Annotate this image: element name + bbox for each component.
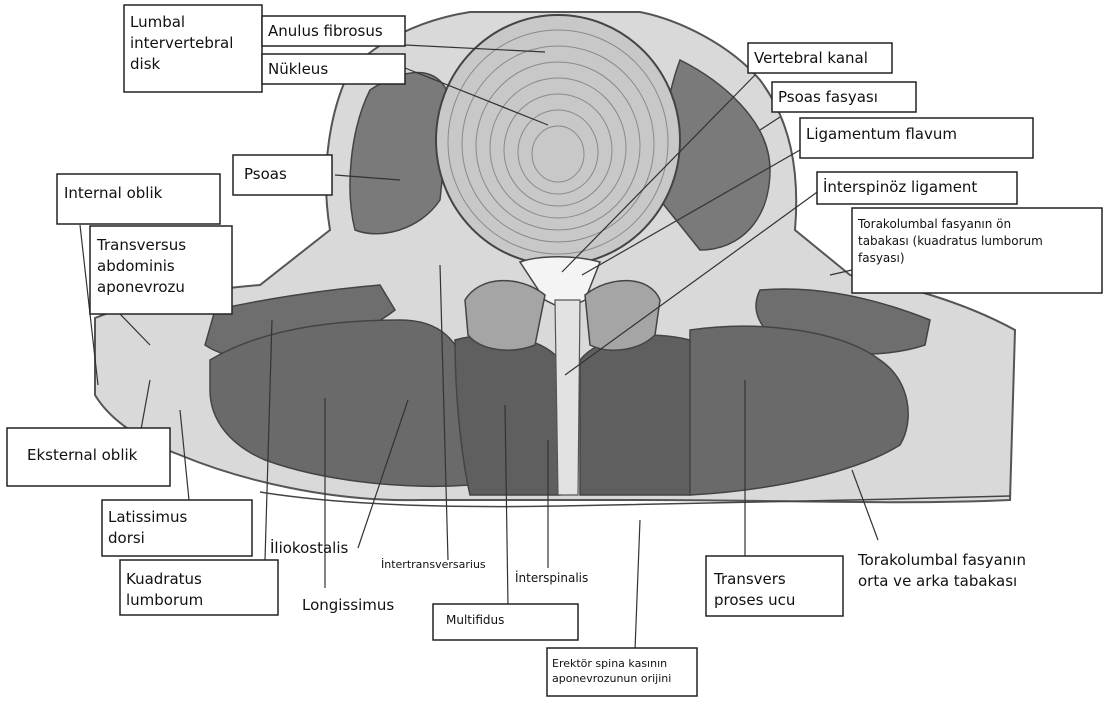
label-psoas-fasyasi: Psoas fasyası [778, 87, 878, 108]
label-transversus-abdominis: Transversus abdominis aponevrozu [97, 235, 186, 298]
label-interspinalis: İnterspinalis [515, 570, 588, 587]
label-nukleus: Nükleus [268, 59, 328, 80]
label-eksternal-oblik: Eksternal oblik [27, 445, 137, 466]
label-psoas: Psoas [244, 164, 287, 185]
label-internal-oblik: Internal oblik [64, 183, 162, 204]
spinous-process [555, 300, 580, 495]
label-vertebral-kanal: Vertebral kanal [754, 48, 868, 69]
label-erektor-spina-aponevroz: Erektör spina kasının aponevrozunun orij… [552, 656, 671, 686]
label-lumbal-intervertebral-disk: Lumbal intervertebral disk [130, 12, 233, 75]
label-latissimus-dorsi: Latissimus dorsi [108, 507, 187, 549]
articular-process-left [465, 281, 545, 351]
label-torakolumbal-fasya-on: Torakolumbal fasyanın ön tabakası (kuadr… [858, 216, 1043, 267]
label-multifidus: Multifidus [446, 612, 504, 629]
label-anulus-fibrosus: Anulus fibrosus [268, 21, 383, 42]
label-torakolumbal-fasya-orta-arka: Torakolumbal fasyanın orta ve arka tabak… [858, 550, 1026, 592]
intervertebral-disc [436, 15, 680, 265]
label-transvers-proses-ucu: Transvers proses ucu [714, 569, 795, 611]
label-intertransversarius: İntertransversarius [381, 557, 486, 572]
articular-process-right [585, 281, 660, 351]
label-kuadratus-lumborum: Kuadratus lumborum [126, 569, 203, 611]
label-interspinoz-ligament: İnterspinöz ligament [823, 177, 977, 198]
multifidus-right [580, 335, 690, 495]
label-ligamentum-flavum: Ligamentum flavum [806, 124, 957, 145]
multifidus-left [455, 335, 560, 495]
label-iliokostalis: İliokostalis [270, 538, 348, 559]
label-longissimus: Longissimus [302, 595, 394, 616]
